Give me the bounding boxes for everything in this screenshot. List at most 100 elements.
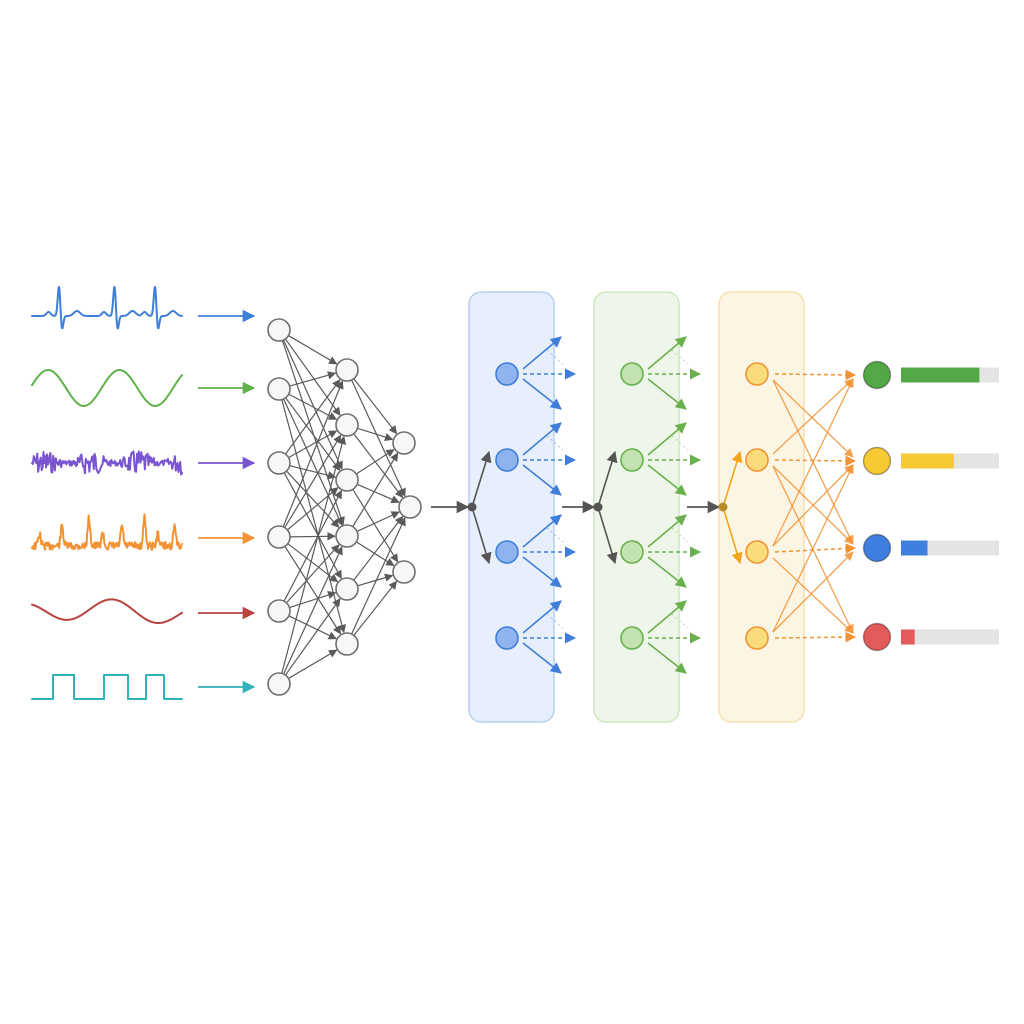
mix-edge-straight-1 <box>774 369 857 381</box>
dense-node-l3-2 <box>398 495 422 519</box>
dense-edge-2-0-1 <box>351 379 406 497</box>
dense-edge-1-3-5 <box>284 545 342 635</box>
stage-blue-node-4 <box>495 626 519 650</box>
dense-edge-1-5-5 <box>288 649 338 679</box>
stage-green-node-3 <box>620 540 644 564</box>
stage-blue-out-up-2 <box>522 422 562 456</box>
spike-signal <box>31 513 183 551</box>
stage-yellow-hub <box>718 502 728 512</box>
stage-yellow-node-4 <box>745 626 769 650</box>
stage-blue-faint-edge-1 <box>546 349 564 365</box>
output-blue-node <box>862 533 892 563</box>
stage-green-faint-edge-2 <box>671 435 689 451</box>
stage-green-out-down-1 <box>647 378 687 410</box>
stage-yellow-node-2 <box>745 448 769 472</box>
output-classes <box>862 360 999 652</box>
stage-green-out-up-3 <box>647 514 687 548</box>
stage-blue-branch-down <box>471 506 492 565</box>
dense-node-l3-1 <box>392 431 416 455</box>
stage-green-faint-edge-1 <box>671 349 689 365</box>
dense-edge-1-2-0 <box>285 379 341 455</box>
dense-edge-2-3-1 <box>356 511 400 532</box>
sine-signal <box>31 369 183 407</box>
output-red-node <box>862 622 892 652</box>
output-yellow-bar-fill <box>901 453 954 469</box>
stage-green-out-up-1 <box>647 336 687 370</box>
dense-edge-1-4-5 <box>288 615 337 640</box>
dense-node-l2-2 <box>335 413 359 437</box>
mix-edge-straight-4 <box>774 631 857 643</box>
mix-edge-3-2 <box>772 464 854 547</box>
dense-edge-2-4-2 <box>357 573 394 587</box>
dense-edge-1-0-0 <box>288 335 338 365</box>
output-blue-bar-fill <box>901 540 928 556</box>
dense-edge-2-2-0 <box>355 449 395 475</box>
dense-edge-2-3-0 <box>352 452 399 527</box>
output-green-node <box>862 360 892 390</box>
dense-edge-1-0-2 <box>282 339 343 470</box>
dense-node-l1-5 <box>267 599 291 623</box>
output-green-bar-fill <box>901 367 980 383</box>
dense-edge-1-2-1 <box>288 430 338 459</box>
dense-edge-1-3-2 <box>287 487 339 531</box>
stage-blue-out-up-1 <box>522 336 562 370</box>
stage-green-branch-up <box>597 450 618 508</box>
mix-edge-2-1 <box>772 378 854 455</box>
stage-blue-faint-edge-3 <box>546 527 564 543</box>
dense-node-l1-4 <box>267 525 291 549</box>
dense-node-l1-1 <box>267 318 291 342</box>
stage-green-faint-edge-4 <box>671 613 689 629</box>
dense-edge-1-3-0 <box>282 380 344 528</box>
stage-green-out-down-3 <box>647 556 687 588</box>
dense-node-l2-6 <box>335 632 359 656</box>
mix-edge-3-4 <box>772 557 854 634</box>
dense-edge-2-5-2 <box>353 580 398 636</box>
slow-wave-signal <box>31 598 183 624</box>
dense-node-l1-3 <box>267 451 291 475</box>
stage-blue-out-down-3 <box>522 556 562 588</box>
stage-blue-node-3 <box>495 540 519 564</box>
dense-edge-1-4-4 <box>289 591 337 609</box>
mix-edge-4-2 <box>772 464 854 633</box>
stage-blue-node-2 <box>495 448 519 472</box>
dense-edge-1-5-1 <box>281 435 347 674</box>
stage-green-out-up-4 <box>647 600 687 634</box>
dense-edge-1-4-3 <box>285 544 340 604</box>
dense-edge-2-3-2 <box>355 541 395 567</box>
output-red-bar-track <box>901 629 999 645</box>
dense-node-l3-3 <box>392 560 416 584</box>
dense-edge-1-2-3 <box>286 470 340 528</box>
stage-blue-hub <box>467 502 477 512</box>
output-yellow-node <box>862 446 892 476</box>
stage-green-node-4 <box>620 626 644 650</box>
processing-stages <box>431 291 805 723</box>
dense-edge-2-0-0 <box>353 378 398 435</box>
stage-blue-out-up-3 <box>522 514 562 548</box>
stage-yellow-branch-down <box>722 506 743 565</box>
dense-node-l1-6 <box>267 672 291 696</box>
dense-edge-1-2-4 <box>283 472 342 580</box>
mix-edge-straight-2 <box>774 455 857 467</box>
dense-edge-1-2-2 <box>289 465 337 480</box>
output-connections <box>772 369 857 643</box>
output-red-bar-fill <box>901 629 915 645</box>
stage-blue-out-down-1 <box>522 378 562 410</box>
input-signals <box>31 285 256 700</box>
dense-edge-1-1-2 <box>285 397 341 472</box>
dense-edge-2-1-0 <box>357 427 394 442</box>
stage-green-node-2 <box>620 448 644 472</box>
dense-edge-2-2-2 <box>352 489 399 563</box>
stage-blue-faint-edge-2 <box>546 435 564 451</box>
stage-green-out-down-2 <box>647 464 687 496</box>
dense-node-l2-5 <box>335 577 359 601</box>
stage-blue-out-down-4 <box>522 642 562 674</box>
mix-edge-straight-3 <box>774 543 857 554</box>
dense-node-l2-4 <box>335 524 359 548</box>
dense-edge-1-5-4 <box>284 598 341 676</box>
dense-edge-1-1-3 <box>283 398 343 526</box>
dense-node-l2-1 <box>335 358 359 382</box>
dense-node-l2-3 <box>335 468 359 492</box>
dense-edge-1-3-1 <box>284 434 342 528</box>
stage-blue-out-down-2 <box>522 464 562 496</box>
